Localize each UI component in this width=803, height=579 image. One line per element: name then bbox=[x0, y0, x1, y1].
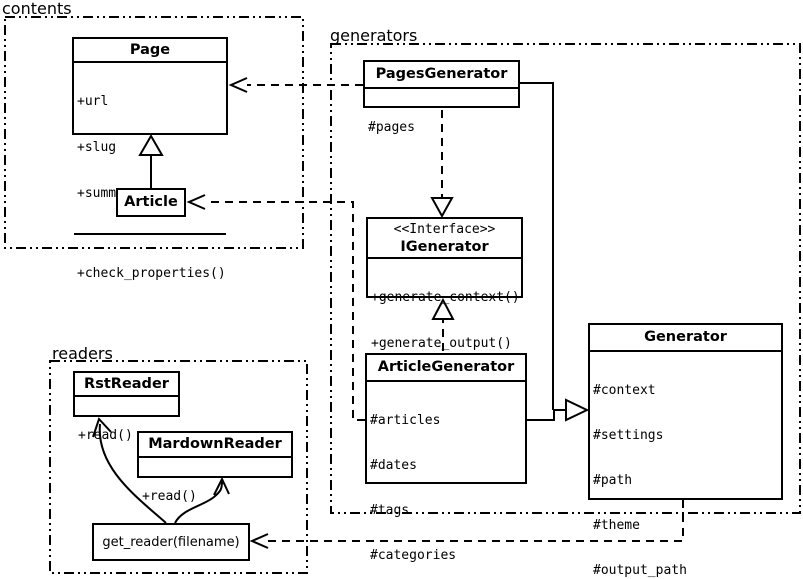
class-page-name: Page bbox=[129, 42, 171, 58]
class-pagesgenerator: PagesGenerator #pages bbox=[363, 60, 520, 135]
class-rstreader-methods: +read() bbox=[75, 395, 178, 475]
class-mardownreader-name: MardownReader bbox=[148, 436, 282, 452]
edge-pagesgenerator-depends-page bbox=[228, 77, 363, 93]
class-generator: Generator #context #settings #path #them… bbox=[588, 323, 783, 578]
class-igenerator: <<Interface>> IGenerator +generate_conte… bbox=[366, 217, 523, 351]
class-igenerator-methods: +generate_context() +generate_output() bbox=[368, 257, 521, 383]
class-articlegenerator: ArticleGenerator #articles #dates #tags … bbox=[365, 353, 527, 563]
edge-articlegenerator-depends-article bbox=[186, 194, 365, 421]
package-label-contents: contents bbox=[2, 0, 72, 18]
node-get-reader: get_reader(filename) bbox=[92, 523, 250, 561]
package-border-contents bbox=[4, 16, 304, 249]
class-igenerator-name: IGenerator bbox=[400, 239, 489, 255]
package-border-generators bbox=[330, 43, 801, 514]
attribute: #settings bbox=[593, 428, 664, 443]
method: +read() bbox=[78, 428, 133, 443]
attribute: #pages bbox=[368, 120, 415, 135]
class-page-methods: +check_properties() bbox=[74, 233, 226, 313]
class-generator-name: Generator bbox=[644, 329, 727, 345]
class-igenerator-stereotype: <<Interface>> bbox=[393, 222, 496, 237]
edge-article-inherits-page bbox=[138, 134, 164, 188]
attribute: #articles bbox=[370, 413, 441, 428]
edge-getreader-to-mardownreader bbox=[174, 476, 230, 524]
attribute: +url bbox=[77, 94, 109, 109]
attribute: #categories bbox=[370, 548, 457, 563]
package-border-readers bbox=[49, 360, 308, 574]
class-article: Article bbox=[116, 188, 186, 217]
method: +generate_context() bbox=[371, 290, 520, 305]
class-article-name: Article bbox=[124, 194, 178, 210]
class-rstreader: RstReader +read() bbox=[73, 371, 180, 443]
attribute: #output_path bbox=[593, 563, 687, 578]
edge-generator-depends-getreader bbox=[249, 500, 684, 549]
edge-pagesgenerator-realizes-igenerator bbox=[430, 110, 454, 219]
edge-articlegenerator-realizes-igenerator bbox=[431, 297, 455, 351]
method: +read() bbox=[142, 489, 197, 504]
edge-getreader-to-rstreader bbox=[92, 417, 167, 524]
attribute: +slug bbox=[77, 140, 117, 155]
class-pagesgenerator-attributes: #pages bbox=[365, 87, 518, 166]
class-pagesgenerator-name: PagesGenerator bbox=[375, 66, 508, 82]
package-label-readers: readers bbox=[52, 344, 113, 363]
class-rstreader-name: RstReader bbox=[84, 376, 169, 392]
class-articlegenerator-attributes: #articles #dates #tags #categories bbox=[367, 380, 525, 579]
class-generator-attributes: #context #settings #path #theme #output_… bbox=[590, 350, 781, 579]
method: +generate_output() bbox=[371, 336, 512, 351]
class-mardownreader-methods: +read() bbox=[139, 456, 291, 536]
class-page: Page +url +slug +summary +check_properti… bbox=[72, 37, 228, 281]
package-label-generators: generators bbox=[330, 26, 418, 45]
method: +check_properties() bbox=[77, 266, 226, 281]
class-articlegenerator-name: ArticleGenerator bbox=[377, 359, 515, 375]
attribute: #tags bbox=[370, 503, 410, 518]
edge-pagesgenerator-inherits-generator bbox=[520, 82, 554, 410]
class-igenerator-header: <<Interface>> IGenerator bbox=[368, 219, 521, 257]
attribute: #context bbox=[593, 383, 656, 398]
attribute: #dates bbox=[370, 458, 417, 473]
attribute: #theme bbox=[593, 518, 640, 533]
edge-articlegenerator-inherits-generator bbox=[527, 398, 590, 422]
class-mardownreader: MardownReader +read() bbox=[137, 431, 293, 504]
attribute: #path bbox=[593, 473, 633, 488]
